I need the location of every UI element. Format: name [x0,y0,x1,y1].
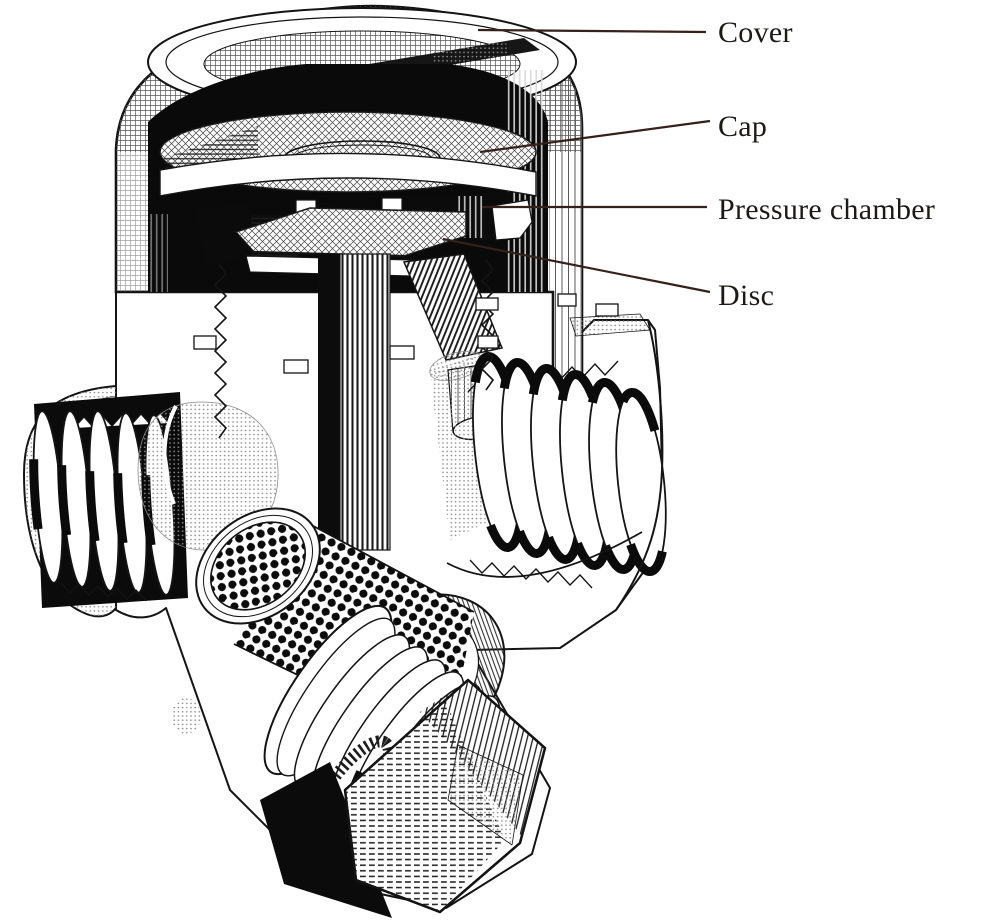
body-tab [475,297,499,311]
outlet-thread-shade [468,351,528,553]
outlet-thread-shade [611,387,668,577]
disc-plate-texture [236,208,466,256]
label-cap: Cap [718,110,768,143]
body-tab [193,335,217,350]
inlet-connection [22,384,291,618]
inlet-elbow-highlight [162,405,178,505]
cover-right-wall-texture [549,58,582,392]
disc-leader-line [442,237,711,294]
inlet-thread-shade [113,408,151,598]
outlet-thread-shade [584,377,644,575]
body-tab [557,293,577,307]
column-shadow [318,254,340,550]
thread-engagement-lines [213,259,495,439]
outlet-threads [467,351,668,589]
body-tab [477,335,499,349]
outlet-thread-shade [555,369,615,571]
inlet-crest-bottom [59,581,147,602]
label-pressure-chamber: Pressure chamber [718,193,936,226]
outlet-outer-edge [615,319,664,611]
cover-leader-line [477,28,707,34]
inlet-thread-shade [85,406,123,596]
cap-rim [159,152,537,197]
inlet-thread-shade [57,406,95,592]
body-tab [389,345,415,360]
outlet-thread-shade [497,357,557,559]
hex-head-outline-top [343,678,547,914]
cap-leader-line [479,119,711,154]
inlet-thread-shade [29,406,67,588]
body-step-shade [171,698,201,734]
cavity-stripes-left [148,214,168,292]
cover-engraving-text-right [432,41,508,66]
plug-tick-collar [294,735,396,865]
body-tab [595,303,619,317]
squiggle-left [213,263,228,439]
outlet-thread-shade [526,363,586,565]
strainer-mouth-ring [203,514,313,618]
squiggle-right [480,259,495,391]
strainer-plug [260,604,547,918]
label-cover: Cover [718,16,793,49]
outlet-connection [430,313,668,611]
chamber-bracket-right [491,199,533,241]
cap-part [159,111,537,197]
leader-lines [442,28,711,294]
outlet-crest-bottom [469,559,593,589]
outlet-channel-texture [404,254,502,360]
column-striped-texture [340,254,390,550]
strainer-mouth-interior [210,521,306,611]
outlet-mouth-lip [446,531,643,578]
plug-hex-head [343,678,547,914]
chamber-shadow-left [196,202,252,266]
hex-chamfer [447,744,524,846]
body-tabs [193,293,619,374]
label-disc: Disc [718,279,775,312]
body-tab [283,359,309,374]
